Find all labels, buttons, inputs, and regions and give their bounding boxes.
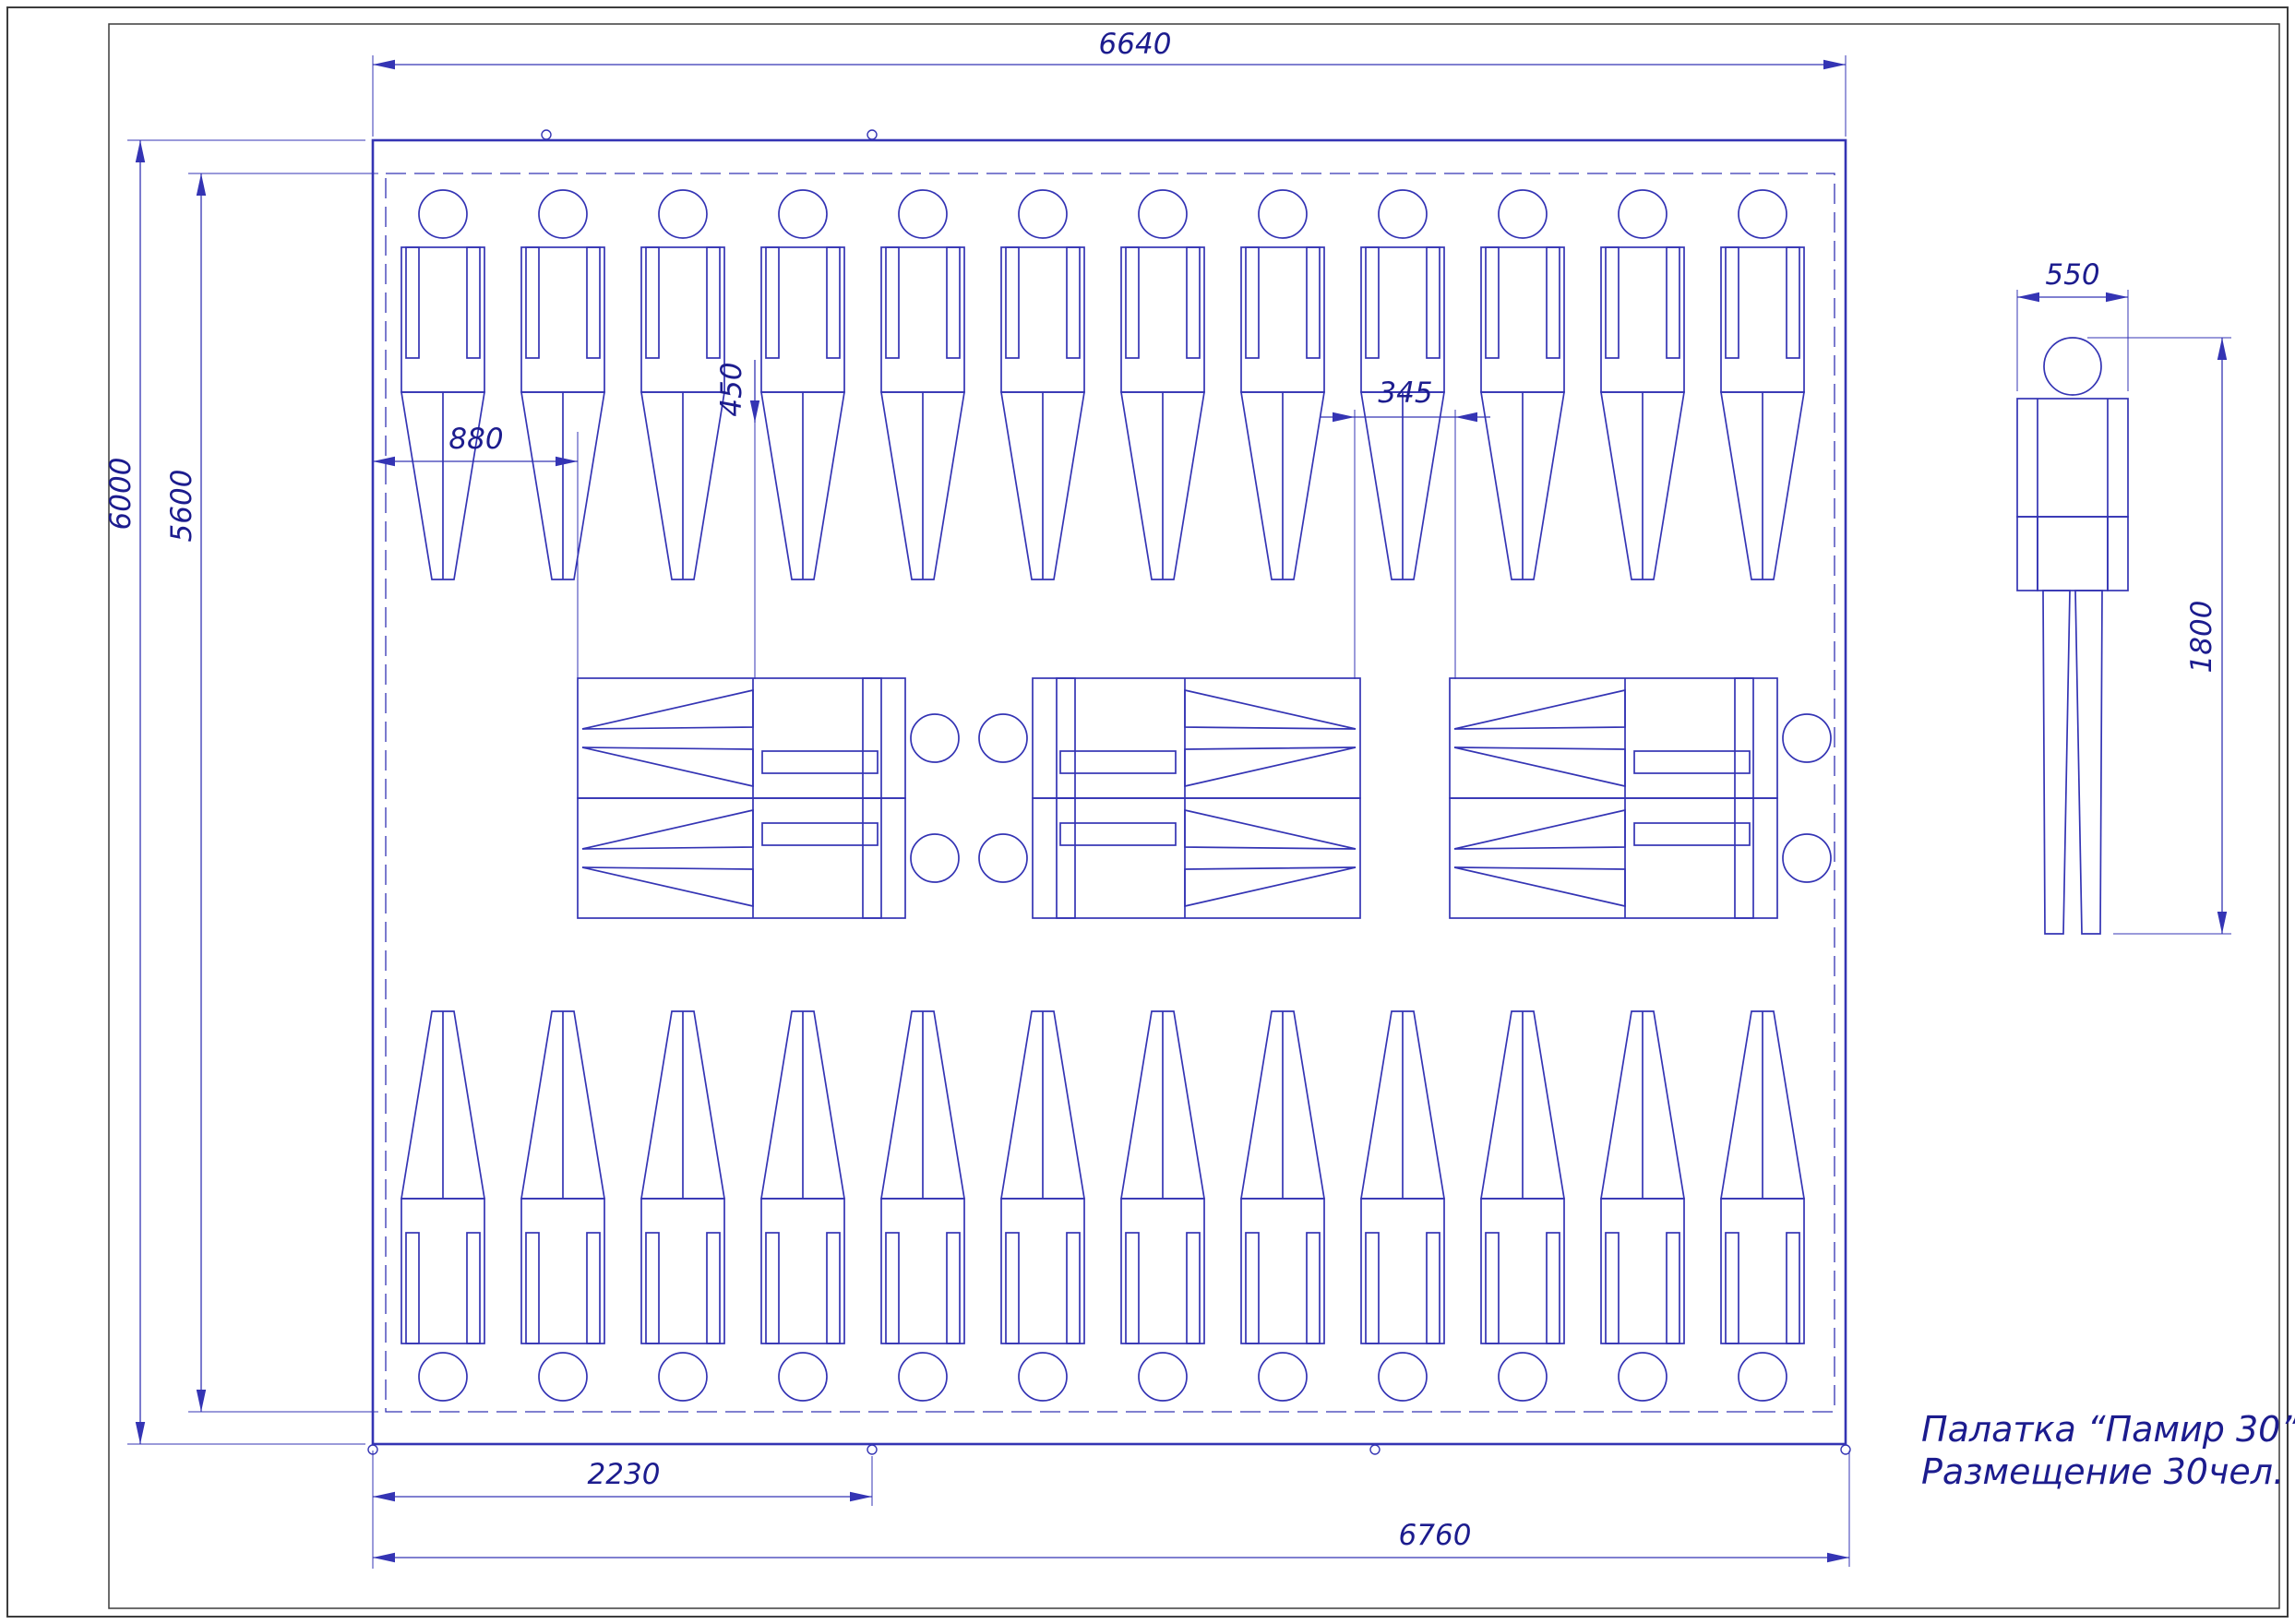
tent-inner-dashed-outline [385,173,1835,1413]
sleeper-top-7 [1120,189,1205,580]
person-torso [2016,398,2129,518]
title-line-1: Палатка “Памир 30” [1921,1409,2295,1450]
sleeper-top-2 [520,189,605,580]
dimension-bottom-segment: 2230 [372,1451,873,1569]
standing-person-figure [2016,337,2129,935]
dimension-tent-depth-inner: 5600 [165,173,378,1413]
sleeper-middle-2-1 [978,677,1361,799]
dimension-label-6640: 6640 [1099,28,1172,61]
sheet-inner-border [108,23,2280,1609]
dimension-person-width: 550 [2016,258,2129,391]
sleeper-top-3 [640,189,725,580]
sleeper-middle-1-2 [577,797,960,919]
dimension-bottom-total: 6760 [373,1451,1850,1567]
sleeper-bottom-10 [1480,1010,1565,1402]
sleeping-places [400,189,1832,1402]
sleeper-bottom-12 [1720,1010,1805,1402]
person-forearm-left [2016,516,2038,591]
sleeper-middle-3-2 [1449,797,1832,919]
drawing-title: Палатка “Памир 30” Размещение 30чел. [1921,1409,2295,1492]
sleeper-bottom-7 [1120,1010,1205,1402]
sleeper-bottom-5 [880,1010,965,1402]
sleeper-middle-1-1 [577,677,960,799]
dimension-tent-depth-outer: 6000 [104,139,365,1445]
dimension-label-6760: 6760 [1399,1519,1472,1552]
person-forearm-right [2107,516,2129,591]
tie-points [367,129,1851,1455]
dimension-side-offset: 880 [373,423,579,681]
person-head [2043,337,2102,396]
sleeper-bottom-8 [1240,1010,1325,1402]
title-line-2: Размещение 30чел. [1921,1451,2284,1492]
sleeper-middle-3-1 [1449,677,1832,799]
sleeper-top-11 [1600,189,1685,580]
sleeper-bottom-3 [640,1010,725,1402]
tie-point-bottom-4 [1840,1444,1851,1455]
sleeper-top-5 [880,189,965,580]
dimension-person-height: 1800 [2087,337,2231,935]
person-leg-right [2074,590,2103,935]
tie-point-top-2 [867,129,878,140]
tie-point-bottom-3 [1369,1444,1381,1455]
tie-point-bottom-2 [867,1444,878,1455]
sleeper-top-10 [1480,189,1565,580]
sleeper-top-1 [400,189,485,580]
sleeper-bottom-2 [520,1010,605,1402]
tent-outline [371,138,1847,1446]
dimension-group-gap: 345 [1320,376,1490,679]
dimension-label-345: 345 [1378,376,1432,410]
sleeper-top-8 [1240,189,1325,580]
sleeper-bottom-11 [1600,1010,1685,1402]
dimension-tent-width-top: 6640 [372,28,1847,137]
sleeper-bottom-9 [1360,1010,1445,1402]
person-hips [2037,516,2109,591]
sleeper-top-6 [1000,189,1085,580]
dimension-label-6000: 6000 [104,458,137,531]
dimension-label-5600: 5600 [165,470,198,543]
dimension-row-gap: 450 [715,360,760,679]
dimension-label-2230: 2230 [588,1458,661,1491]
sleeper-bottom-6 [1000,1010,1085,1402]
sleeper-top-12 [1720,189,1805,580]
dimension-label-1800: 1800 [2185,601,2218,674]
sleeper-bottom-1 [400,1010,485,1402]
sleeper-top-4 [760,189,845,580]
sleeper-bottom-4 [760,1010,845,1402]
dimension-label-450: 450 [715,362,748,416]
tie-point-top-1 [541,129,552,140]
sleeper-middle-2-2 [978,797,1361,919]
sheet-outer-border [6,6,2289,1618]
person-leg-left [2042,590,2071,935]
dimension-label-550: 550 [2045,258,2099,292]
dimension-label-880: 880 [448,423,503,456]
